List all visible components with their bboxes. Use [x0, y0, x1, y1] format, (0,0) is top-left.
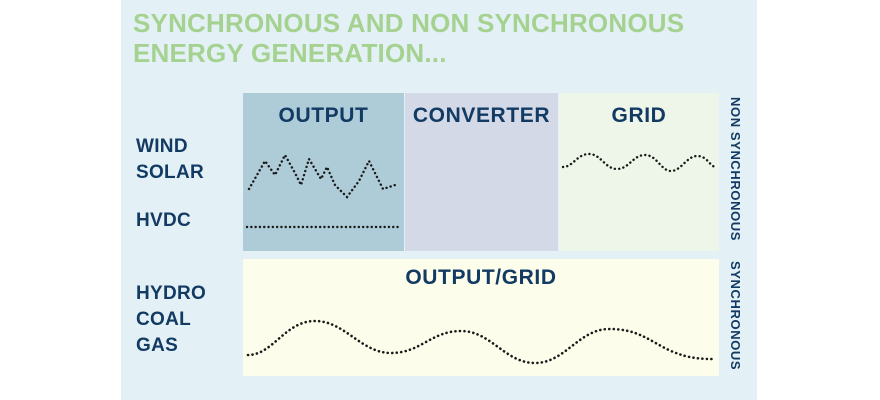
row-label-hvdc: HVDC [136, 210, 192, 231]
synchronous-sine-wave-line [246, 319, 715, 365]
panel-output-grid: OUTPUT/GRID [243, 259, 719, 376]
panel-converter: CONVERTER [405, 93, 558, 251]
row-label-hydro-coal-gas: HYDRO COAL GAS [136, 283, 207, 356]
side-label-synchronous: SYNCHRONOUS [728, 261, 743, 371]
panel-output-title: OUTPUT [278, 104, 369, 127]
panel-grid: GRID [559, 93, 719, 251]
panel-output-grid-title: OUTPUT/GRID [405, 266, 557, 289]
grid-sine-wave-line [561, 152, 717, 173]
row-label-wind-solar: WIND SOLAR [136, 136, 204, 183]
panel-output: OUTPUT [243, 93, 404, 251]
panel-grid-title: GRID [611, 104, 667, 127]
side-label-non-synchronous: NON SYNCHRONOUS [728, 97, 743, 242]
panel-converter-title: CONVERTER [412, 104, 551, 127]
variable-output-zigzag-line [247, 152, 397, 199]
infographic-card: SYNCHRONOUS AND NON SYNCHRONOUS ENERGY G… [121, 0, 757, 400]
waveform-diagram: OUTPUT CONVERTER GRID [243, 93, 719, 376]
page-title: SYNCHRONOUS AND NON SYNCHRONOUS ENERGY G… [133, 8, 685, 68]
